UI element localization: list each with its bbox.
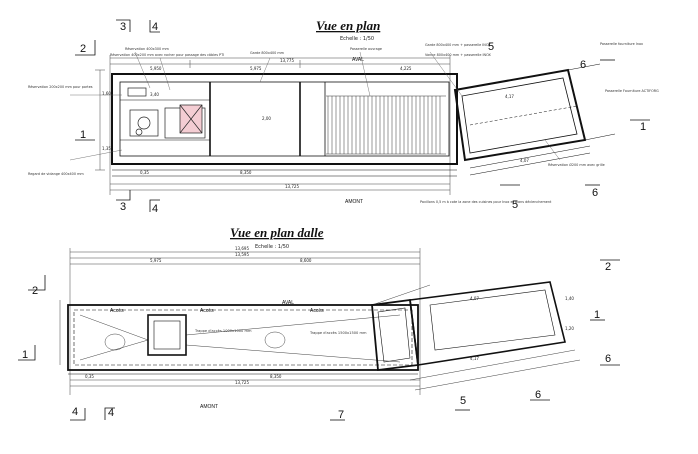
section-5-right: 5 bbox=[488, 41, 494, 53]
section-1-top: 1 bbox=[80, 129, 86, 141]
top-section-numbers: 3 4 3 4 2 1 5 6 6 1 5 bbox=[80, 21, 646, 215]
top-plan: Vue en plan Echelle : 1/50 bbox=[28, 18, 659, 215]
dim-right-top: 4,17 bbox=[505, 94, 514, 99]
dim-bottom-mid: 8,350 bbox=[240, 170, 252, 175]
top-right-chamber bbox=[453, 63, 616, 176]
note-regard: Regard de vidange 400x400 mm bbox=[28, 172, 84, 176]
section-5-top: 5 bbox=[512, 199, 518, 211]
note-vanne: Vanne 800x400 mm + passerelle INOX bbox=[425, 53, 492, 57]
section-4-top: 4 bbox=[152, 21, 158, 33]
note-reservation-2: Réservation 400x200 mm avec rocher pour … bbox=[110, 53, 224, 57]
bdim-r4: 1,20 bbox=[565, 326, 574, 331]
bottom-plan-scale: Echelle : 1/50 bbox=[255, 244, 289, 250]
dim-r2: 2,00 bbox=[262, 116, 271, 121]
note-reservation-3: Réservation 200x200 mm pour portes bbox=[28, 85, 93, 89]
dim-bottom-left: 0,35 bbox=[140, 170, 149, 175]
bottom-right-part bbox=[371, 281, 581, 391]
bottom-plan-title: Vue en plan dalle bbox=[230, 225, 324, 240]
bottom-amont-label: AMONT bbox=[200, 404, 218, 410]
bottom-slab bbox=[67, 304, 419, 375]
top-notes: Réservation 400x300 mm Réservation 400x2… bbox=[28, 42, 659, 204]
top-dimension-lines bbox=[95, 55, 451, 195]
note-inox: Passerelle fourniture Inox bbox=[600, 42, 643, 46]
bsection-1: 1 bbox=[22, 349, 28, 361]
top-structure bbox=[111, 73, 458, 177]
bottom-dimension-values: 13,695 13,595 5,975 8,600 13,725 8,350 0… bbox=[85, 246, 574, 385]
bottom-labels: AVAL AMONT Accès Accès Accès bbox=[110, 300, 324, 410]
bottom-aval-label: AVAL bbox=[282, 300, 294, 306]
bsection-6-right: 6 bbox=[605, 353, 611, 365]
top-aval-label: AVAL bbox=[352, 57, 364, 63]
section-6-top: 6 bbox=[592, 187, 598, 199]
section-1-right: 1 bbox=[640, 121, 646, 133]
bsection-4a: 4 bbox=[72, 406, 78, 418]
bsection-7: 7 bbox=[338, 409, 344, 421]
top-equipment bbox=[127, 87, 206, 139]
top-grating bbox=[326, 95, 446, 155]
dim-l2: 1,35 bbox=[102, 146, 111, 151]
bottom-dimension-lines bbox=[59, 248, 421, 395]
section-3-top: 3 bbox=[120, 21, 126, 33]
bottom-acces-2: Accès bbox=[200, 308, 214, 314]
top-leader-lines bbox=[69, 51, 561, 161]
top-amont-label: AMONT bbox=[345, 199, 363, 205]
top-plan-scale: Echelle : 1/50 bbox=[340, 36, 374, 42]
dim-overall: 13,775 bbox=[280, 58, 294, 63]
note-garde-1: Garde 800x400 mm bbox=[250, 51, 285, 55]
bsection-6: 6 bbox=[535, 389, 541, 401]
bdim-bottom-small: 0,35 bbox=[85, 374, 94, 379]
top-section-markers bbox=[75, 19, 650, 212]
bdim-seg2: 5,975 bbox=[150, 258, 162, 263]
bdim-bottom-total: 13,725 bbox=[235, 380, 249, 385]
dim-right-bottom: 4,07 bbox=[520, 158, 529, 163]
note-passerelle: Passerelle ouvrage bbox=[350, 47, 382, 51]
bsection-2: 2 bbox=[32, 285, 38, 297]
bsection-1-right: 1 bbox=[594, 309, 600, 321]
bdim-bottom-mid: 8,350 bbox=[270, 374, 282, 379]
top-dimension-values: 13,775 5,950 5,975 4,225 13,725 0,35 8,3… bbox=[102, 58, 529, 189]
dim-r1: 3,40 bbox=[150, 92, 159, 97]
note-reservation-1: Réservation 400x300 mm bbox=[125, 47, 170, 51]
dim-bottom-total: 13,725 bbox=[285, 184, 299, 189]
dim-l1: 1,60 bbox=[102, 91, 111, 96]
dim-right-seg: 4,225 bbox=[400, 66, 412, 71]
bottom-plan: Vue en plan dalle Echelle : 1/50 bbox=[18, 225, 620, 421]
bsection-5: 5 bbox=[460, 395, 466, 407]
trappe-note-1: Trappe d'accès 1000x1000 mm bbox=[194, 329, 252, 333]
trappe-note-2: Trappe d'accès 1500x1500 mm bbox=[309, 331, 367, 335]
bdim-right2: 4,17 bbox=[470, 356, 479, 361]
bottom-section-markers bbox=[18, 259, 620, 421]
bdim-seg1: 13,595 bbox=[235, 252, 249, 257]
bottom-acces-3: Accès bbox=[310, 308, 324, 314]
bottom-acces-1: Accès bbox=[110, 308, 124, 314]
section-4-bottom: 4 bbox=[152, 203, 158, 215]
section-6-right: 6 bbox=[580, 59, 586, 71]
bdim-r3: 1,40 bbox=[565, 296, 574, 301]
section-2-top: 2 bbox=[80, 43, 86, 55]
bottom-trappe-notes: Trappe d'accès 1000x1000 mm Trappe d'acc… bbox=[194, 329, 367, 335]
dim-left-seg: 5,950 bbox=[150, 66, 162, 71]
note-actiforg: Passerelle Fourniture ACTIFORG bbox=[605, 89, 659, 93]
bsection-2-right: 2 bbox=[605, 261, 611, 273]
dim-mid-seg: 5,975 bbox=[250, 66, 262, 71]
note-reservation-grille: Réservation Ø200 mm avec grille bbox=[548, 162, 605, 167]
bdim-right1: 4,07 bbox=[470, 296, 479, 301]
note-garde-2: Garde 800x400 mm + passerelle INOX bbox=[425, 43, 491, 47]
bdim-overall: 13,695 bbox=[235, 246, 249, 251]
section-3-bottom: 3 bbox=[120, 201, 126, 213]
bsection-4b: 4 bbox=[108, 407, 114, 419]
note-footnote: Pavillons 0,5 m à cote la zone des cuisi… bbox=[420, 200, 552, 204]
bottom-section-numbers: 2 1 4 4 7 2 1 6 5 6 bbox=[22, 261, 611, 421]
top-plan-title: Vue en plan bbox=[316, 18, 380, 33]
bdim-seg3: 8,600 bbox=[300, 258, 312, 263]
